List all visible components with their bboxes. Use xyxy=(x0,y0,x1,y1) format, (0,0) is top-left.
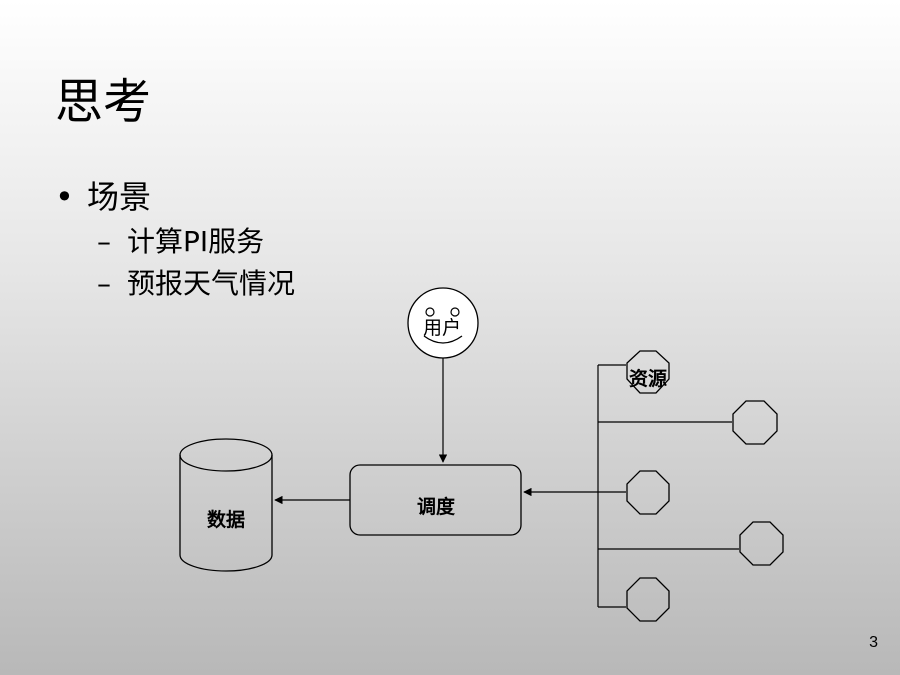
sub-bullet-weather-text: 预报天气情况 xyxy=(127,267,296,300)
dash-marker: – xyxy=(97,225,111,258)
data-label: 数据 xyxy=(207,508,245,531)
smiley-eye-left xyxy=(425,307,435,317)
cylinder-top xyxy=(179,438,273,472)
scheduler-node: 调度 xyxy=(349,464,522,536)
sub-bullet-weather: –预报天气情况 xyxy=(97,262,295,302)
scheduler-label: 调度 xyxy=(417,495,456,518)
sub-bullet-pi: –计算PI服务 xyxy=(97,220,264,260)
slide-title: 思考 xyxy=(55,74,152,130)
page-number: 3 xyxy=(869,634,878,651)
dash-marker: – xyxy=(97,267,111,300)
bullet-scenario: • 场景 xyxy=(55,172,151,218)
data-store-node: 数据 xyxy=(179,438,273,572)
resource-bus xyxy=(597,364,739,608)
resource-label: 资源 xyxy=(629,367,667,390)
cylinder-body xyxy=(179,455,273,572)
resource-octagon-4 xyxy=(739,521,784,566)
bullet-scenario-text: 场景 xyxy=(87,178,152,216)
resource-octagon-2 xyxy=(732,400,778,445)
smiley-eye-right xyxy=(450,307,460,317)
user-node: 用户 xyxy=(407,287,479,359)
bullet-marker: • xyxy=(55,178,74,216)
sub-bullet-pi-text: 计算PI服务 xyxy=(127,225,265,258)
smiley-mouth xyxy=(423,335,463,344)
user-label: 用户 xyxy=(423,317,461,339)
resource-octagon-1 xyxy=(626,350,670,394)
resource-octagon-5 xyxy=(626,577,670,622)
resource-octagon-3 xyxy=(626,470,670,515)
